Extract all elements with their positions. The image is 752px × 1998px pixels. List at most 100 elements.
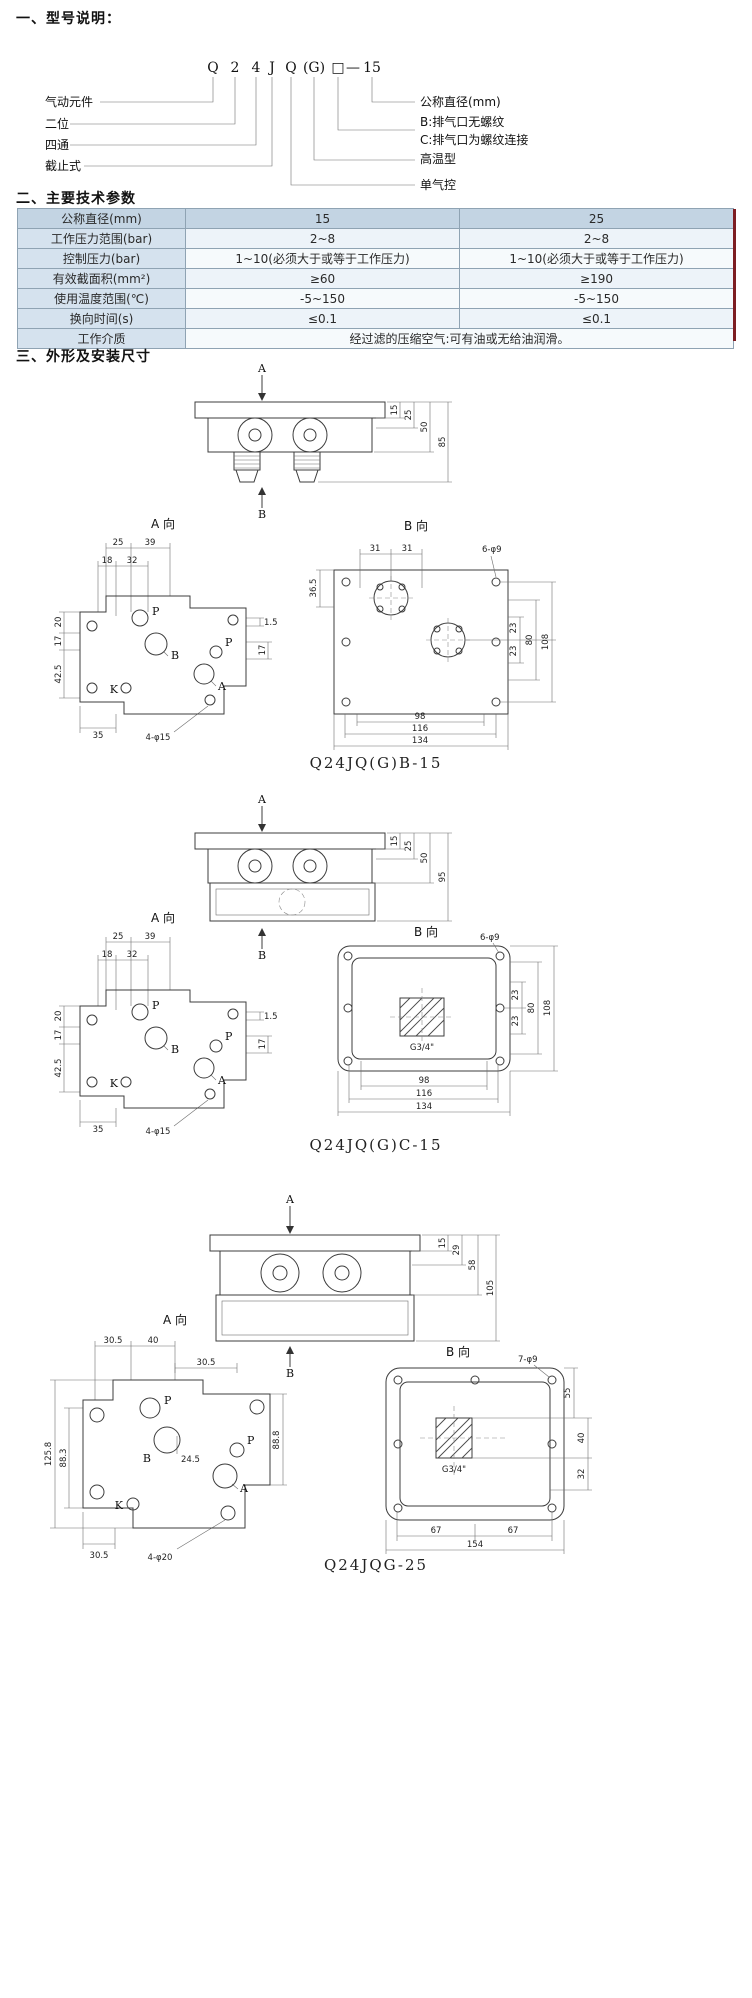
row-label: 使用温度范围(℃) <box>17 288 186 309</box>
dim-bottom-1: 98 <box>415 712 426 722</box>
dim-top-2: 39 <box>145 932 156 942</box>
params-table: 公称直径(mm) 15 25 工作压力范围(bar) 2~8 2~8 控制压力(… <box>17 208 734 349</box>
section-arrow-b-label: B <box>286 1367 294 1380</box>
left-label-positions: 二位 <box>45 116 69 131</box>
section-arrow-a-label: A <box>257 362 267 375</box>
drawing-2-caption: Q24JQ(G)C-15 <box>309 1136 443 1154</box>
table-row: 控制压力(bar) 1~10(必须大于或等于工作压力) 1~10(必须大于或等于… <box>17 248 734 269</box>
valve-body-outline <box>209 1234 421 1342</box>
row-value: 2~8 <box>185 228 460 249</box>
port-label-k: K <box>115 1499 124 1512</box>
left-label-ways: 四通 <box>45 138 69 152</box>
port-label-b: B <box>171 649 179 662</box>
row-label: 有效截面积(mm²) <box>17 268 186 289</box>
dim-holes: 6-φ9 <box>480 933 500 943</box>
dim-50: 50 <box>420 853 430 864</box>
dim-50: 50 <box>420 422 430 433</box>
dim-holes: 4-φ15 <box>146 733 171 743</box>
dim-bottom-1: 98 <box>419 1076 430 1086</box>
model-code-leader-lines <box>70 77 415 186</box>
port-label-b: B <box>171 1043 179 1056</box>
thread-port-label: G3/4" <box>410 1043 434 1053</box>
code-char-5: Q <box>285 60 296 76</box>
centerlines <box>420 1406 508 1476</box>
dim-left-1: 20 <box>54 617 64 628</box>
dimension-lines <box>316 549 556 750</box>
right-label-option-c: C:排气口为螺纹连接 <box>420 132 528 147</box>
hidden-port-circle <box>278 888 306 916</box>
row-value: 1~10(必须大于或等于工作压力) <box>459 248 734 269</box>
row-label: 换向时间(s) <box>17 308 186 329</box>
left-label-component: 气动元件 <box>45 94 93 109</box>
row-value: 2~8 <box>459 228 734 249</box>
code-char-2: 2 <box>231 60 240 76</box>
dimension-lines <box>59 543 272 733</box>
plate-outline <box>79 595 247 715</box>
dimension-lines <box>385 1364 592 1554</box>
dim-right-1: 23 <box>511 990 521 1001</box>
dim-bottom-1: 30.5 <box>90 1551 109 1561</box>
dim-right-3: 80 <box>525 635 535 646</box>
dim-right-1: 1.5 <box>264 618 278 628</box>
medium-value: 经过滤的压缩空气:可有油或无给油润滑。 <box>185 328 734 349</box>
dim-holes: 4-φ20 <box>148 1553 173 1563</box>
table-right-accent <box>733 209 736 341</box>
a-view-drawing-2: A 向 25 39 18 32 20 17 42.5 35 4-φ15 1.5 … <box>54 910 278 1137</box>
dimension-lines <box>374 832 452 922</box>
dim-right-1: 1.5 <box>264 1012 278 1022</box>
dim-right-1: 88.8 <box>272 1431 282 1450</box>
row-label: 工作介质 <box>17 328 186 349</box>
code-char-6: (G) <box>303 60 325 76</box>
dim-105: 105 <box>486 1280 496 1296</box>
table-row: 换向时间(s) ≤0.1 ≤0.1 <box>17 308 734 329</box>
dim-bottom-2: 116 <box>412 724 428 734</box>
dimension-lines <box>412 1234 500 1342</box>
b-view-drawing-1: B 向 31 31 6-φ9 36.5 23 23 80 108 98 116 … <box>309 518 556 750</box>
dim-95: 95 <box>438 872 448 883</box>
plate-outline <box>82 1379 271 1529</box>
dim-85: 85 <box>438 437 448 448</box>
row-value: ≥190 <box>459 268 734 289</box>
table-row: 有效截面积(mm²) ≥60 ≥190 <box>17 268 734 289</box>
code-char-1: Q <box>207 60 218 76</box>
dim-bottom-2: 116 <box>416 1089 432 1099</box>
top-view-drawing-2: A 15 25 50 95 B <box>194 793 452 962</box>
header-col1: 15 <box>185 208 460 229</box>
thread-port-label: G3/4" <box>442 1465 466 1475</box>
dim-bottom-1: 35 <box>93 1125 104 1135</box>
dim-left-1: 125.8 <box>44 1442 54 1466</box>
dim-top-4: 32 <box>127 950 138 960</box>
dimension-lines <box>337 942 558 1116</box>
valve-body-outline <box>194 832 386 922</box>
dimension-lines <box>318 401 452 483</box>
b-view-drawing-2: B 向 6-φ9 23 23 80 108 G3/4" 98 116 134 <box>337 924 558 1116</box>
port-label-a: A <box>217 1074 227 1087</box>
dim-bottom-3: 134 <box>416 1102 432 1112</box>
drawing-1-caption: Q24JQ(G)B-15 <box>309 754 443 772</box>
dim-top-1: 30.5 <box>104 1336 123 1346</box>
code-char-7: □ <box>331 60 344 76</box>
dim-top-4: 32 <box>127 556 138 566</box>
plate-outline <box>79 989 247 1109</box>
top-view-drawing-1: A 15 25 50 85 B <box>194 362 452 521</box>
view-title: A 向 <box>163 1312 187 1327</box>
dim-right-2: 23 <box>509 646 519 657</box>
arrow-down-icon <box>286 1226 294 1234</box>
dim-top-2: 31 <box>402 544 413 554</box>
arrow-down-icon <box>258 824 266 832</box>
arrow-up-icon <box>258 928 266 936</box>
dim-bottom-3: 134 <box>412 736 428 746</box>
view-title: B 向 <box>414 924 438 939</box>
port-label-p1: P <box>152 605 160 618</box>
port-label-p2: P <box>225 1030 233 1043</box>
dim-15: 15 <box>390 405 400 416</box>
dim-29: 29 <box>452 1245 462 1256</box>
model-code-diagram: Q 2 4 J Q (G) □ — 15 气动元件 二位 四通 截止式 公称直径… <box>45 60 528 192</box>
row-value: -5~150 <box>185 288 460 309</box>
dim-bottom-3: 154 <box>467 1540 483 1550</box>
row-value: 1~10(必须大于或等于工作压力) <box>185 248 460 269</box>
port-label-k: K <box>110 1077 119 1090</box>
dim-25: 25 <box>404 841 414 852</box>
view-title: B 向 <box>446 1344 470 1359</box>
b-view-drawing-3: B 向 7-φ9 55 40 32 G3/4" 67 67 154 <box>385 1344 592 1554</box>
